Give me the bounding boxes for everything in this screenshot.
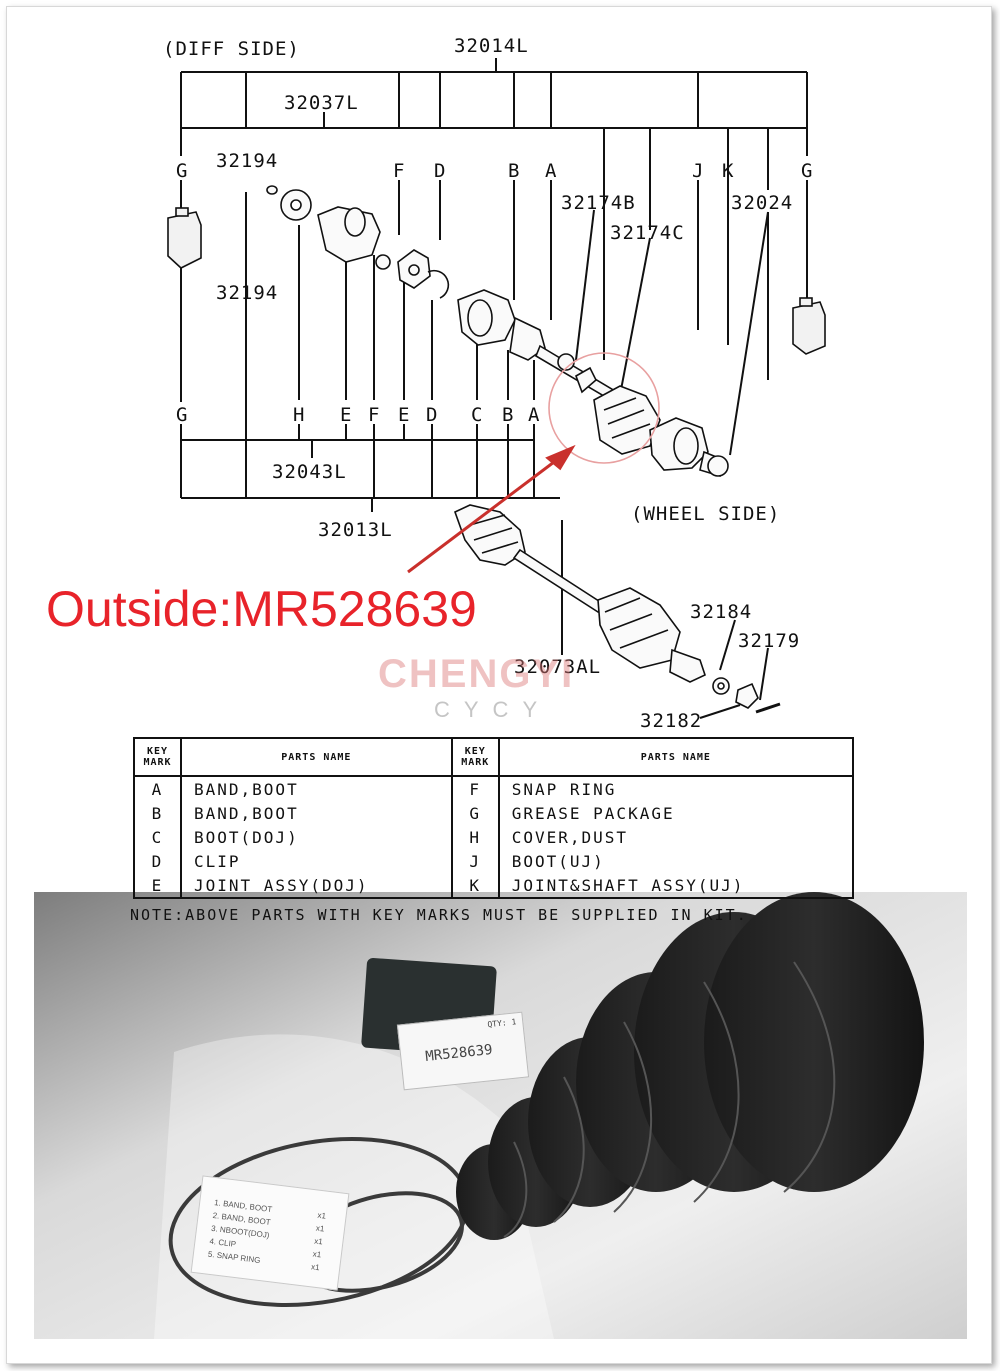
name-cell: CLIP [180,849,453,873]
key-letter-top: A [545,160,558,182]
name-cell: GREASE PACKAGE [497,801,855,825]
key-letter-top: B [508,160,521,182]
header-key-mark-2: KEY MARK [450,738,500,777]
name-cell: SNAP RING [497,776,855,801]
key-cell: J [450,849,500,873]
key-cell: K [450,873,500,898]
name-cell: JOINT&SHAFT ASSY(UJ) [497,873,855,898]
header-key-mark: KEY MARK [133,738,182,777]
watermark-sub: CYCY [434,697,552,722]
part-32073AL: 32073AL [514,656,602,678]
name-cell: COVER,DUST [497,825,855,849]
part-number-sticker: QTY: 1 MR528639 [396,1011,530,1091]
name-cell: BOOT(DOJ) [180,825,453,849]
kit-note: NOTE:ABOVE PARTS WITH KEY MARKS MUST BE … [130,906,748,924]
key-cell: D [133,849,182,873]
key-letter-top: K [722,160,735,182]
table-row: B BAND,BOOT G GREASE PACKAGE [133,801,855,825]
key-letter-bottom: H [293,404,306,426]
table-row: E JOINT ASSY(DOJ) K JOINT&SHAFT ASSY(UJ) [133,873,855,898]
key-letter-top: F [393,160,406,182]
table-row: C BOOT(DOJ) H COVER,DUST [133,825,855,849]
key-cell: E [133,873,182,898]
part-32194-lower: 32194 [216,282,279,304]
boot-kit-photo [34,892,967,1339]
key-letter-bottom: A [528,404,541,426]
part-32013L: 32013L [318,519,393,541]
key-letter-top: G [801,160,814,182]
card-line: 4. CLIP [209,1236,237,1249]
card-qty: x1 [313,1236,324,1247]
name-cell: JOINT ASSY(DOJ) [180,873,453,898]
wheel-side-label: (WHEEL SIDE) [631,503,781,525]
key-letter-bottom: G [176,404,189,426]
card-qty: x1 [316,1210,327,1221]
callout-arrow [407,444,576,574]
part-32179: 32179 [738,630,801,652]
sticker-part-number: MR528639 [424,1041,494,1065]
name-cell: BAND,BOOT [180,801,453,825]
table-header-row: KEY MARK PARTS NAME KEY MARK PARTS NAME [133,738,855,777]
table-row: A BAND,BOOT F SNAP RING [133,776,855,801]
name-cell: BAND,BOOT [180,776,453,801]
table-row: D CLIP J BOOT(UJ) [133,849,855,873]
watermark-brand: CHENGYI [378,652,575,696]
key-cell: B [133,801,182,825]
name-cell: BOOT(UJ) [497,849,855,873]
sticker-qty: QTY: 1 [487,1017,517,1030]
highlight-circle [548,352,660,464]
key-letter-top: J [692,160,705,182]
kit-contents-card: 1. BAND, BOOT 2. BAND, BOOT 3. NBOOT(DOJ… [190,1175,350,1291]
part-32194-top: 32194 [216,150,279,172]
key-letter-bottom: E [398,404,411,426]
key-letter-bottom: C [471,404,484,426]
key-cell: H [450,825,500,849]
grease-package-icon [167,207,202,269]
part-32184: 32184 [690,601,753,623]
part-32043L: 32043L [272,461,347,483]
part-32182: 32182 [640,710,703,732]
card-qty: x1 [310,1262,321,1273]
part-32014L: 32014L [454,35,529,57]
product-photo [34,892,967,1339]
key-letter-bottom: F [368,404,381,426]
part-32024: 32024 [731,192,794,214]
key-letter-top: G [176,160,189,182]
part-32037L: 32037L [284,92,359,114]
card-qty: x1 [315,1223,325,1234]
diff-side-label: (DIFF SIDE) [163,38,300,60]
parts-table: KEY MARK PARTS NAME KEY MARK PARTS NAME … [133,737,855,899]
key-cell: F [450,776,500,801]
card-line: 5. SNAP RING [207,1249,261,1265]
part-32174B: 32174B [561,192,636,214]
key-letter-bottom: D [426,404,439,426]
part-32174C: 32174C [610,222,685,244]
key-letter-bottom: E [340,404,353,426]
key-letter-top: D [434,160,447,182]
key-cell: C [133,825,182,849]
header-parts-name: PARTS NAME [180,738,453,777]
card-qty: x1 [312,1249,322,1260]
outside-part-callout: Outside:MR528639 [46,581,477,637]
key-cell: G [450,801,500,825]
grease-package-icon-right [792,297,826,355]
key-letter-bottom: B [502,404,515,426]
key-cell: A [133,776,182,801]
header-parts-name-2: PARTS NAME [497,738,855,777]
